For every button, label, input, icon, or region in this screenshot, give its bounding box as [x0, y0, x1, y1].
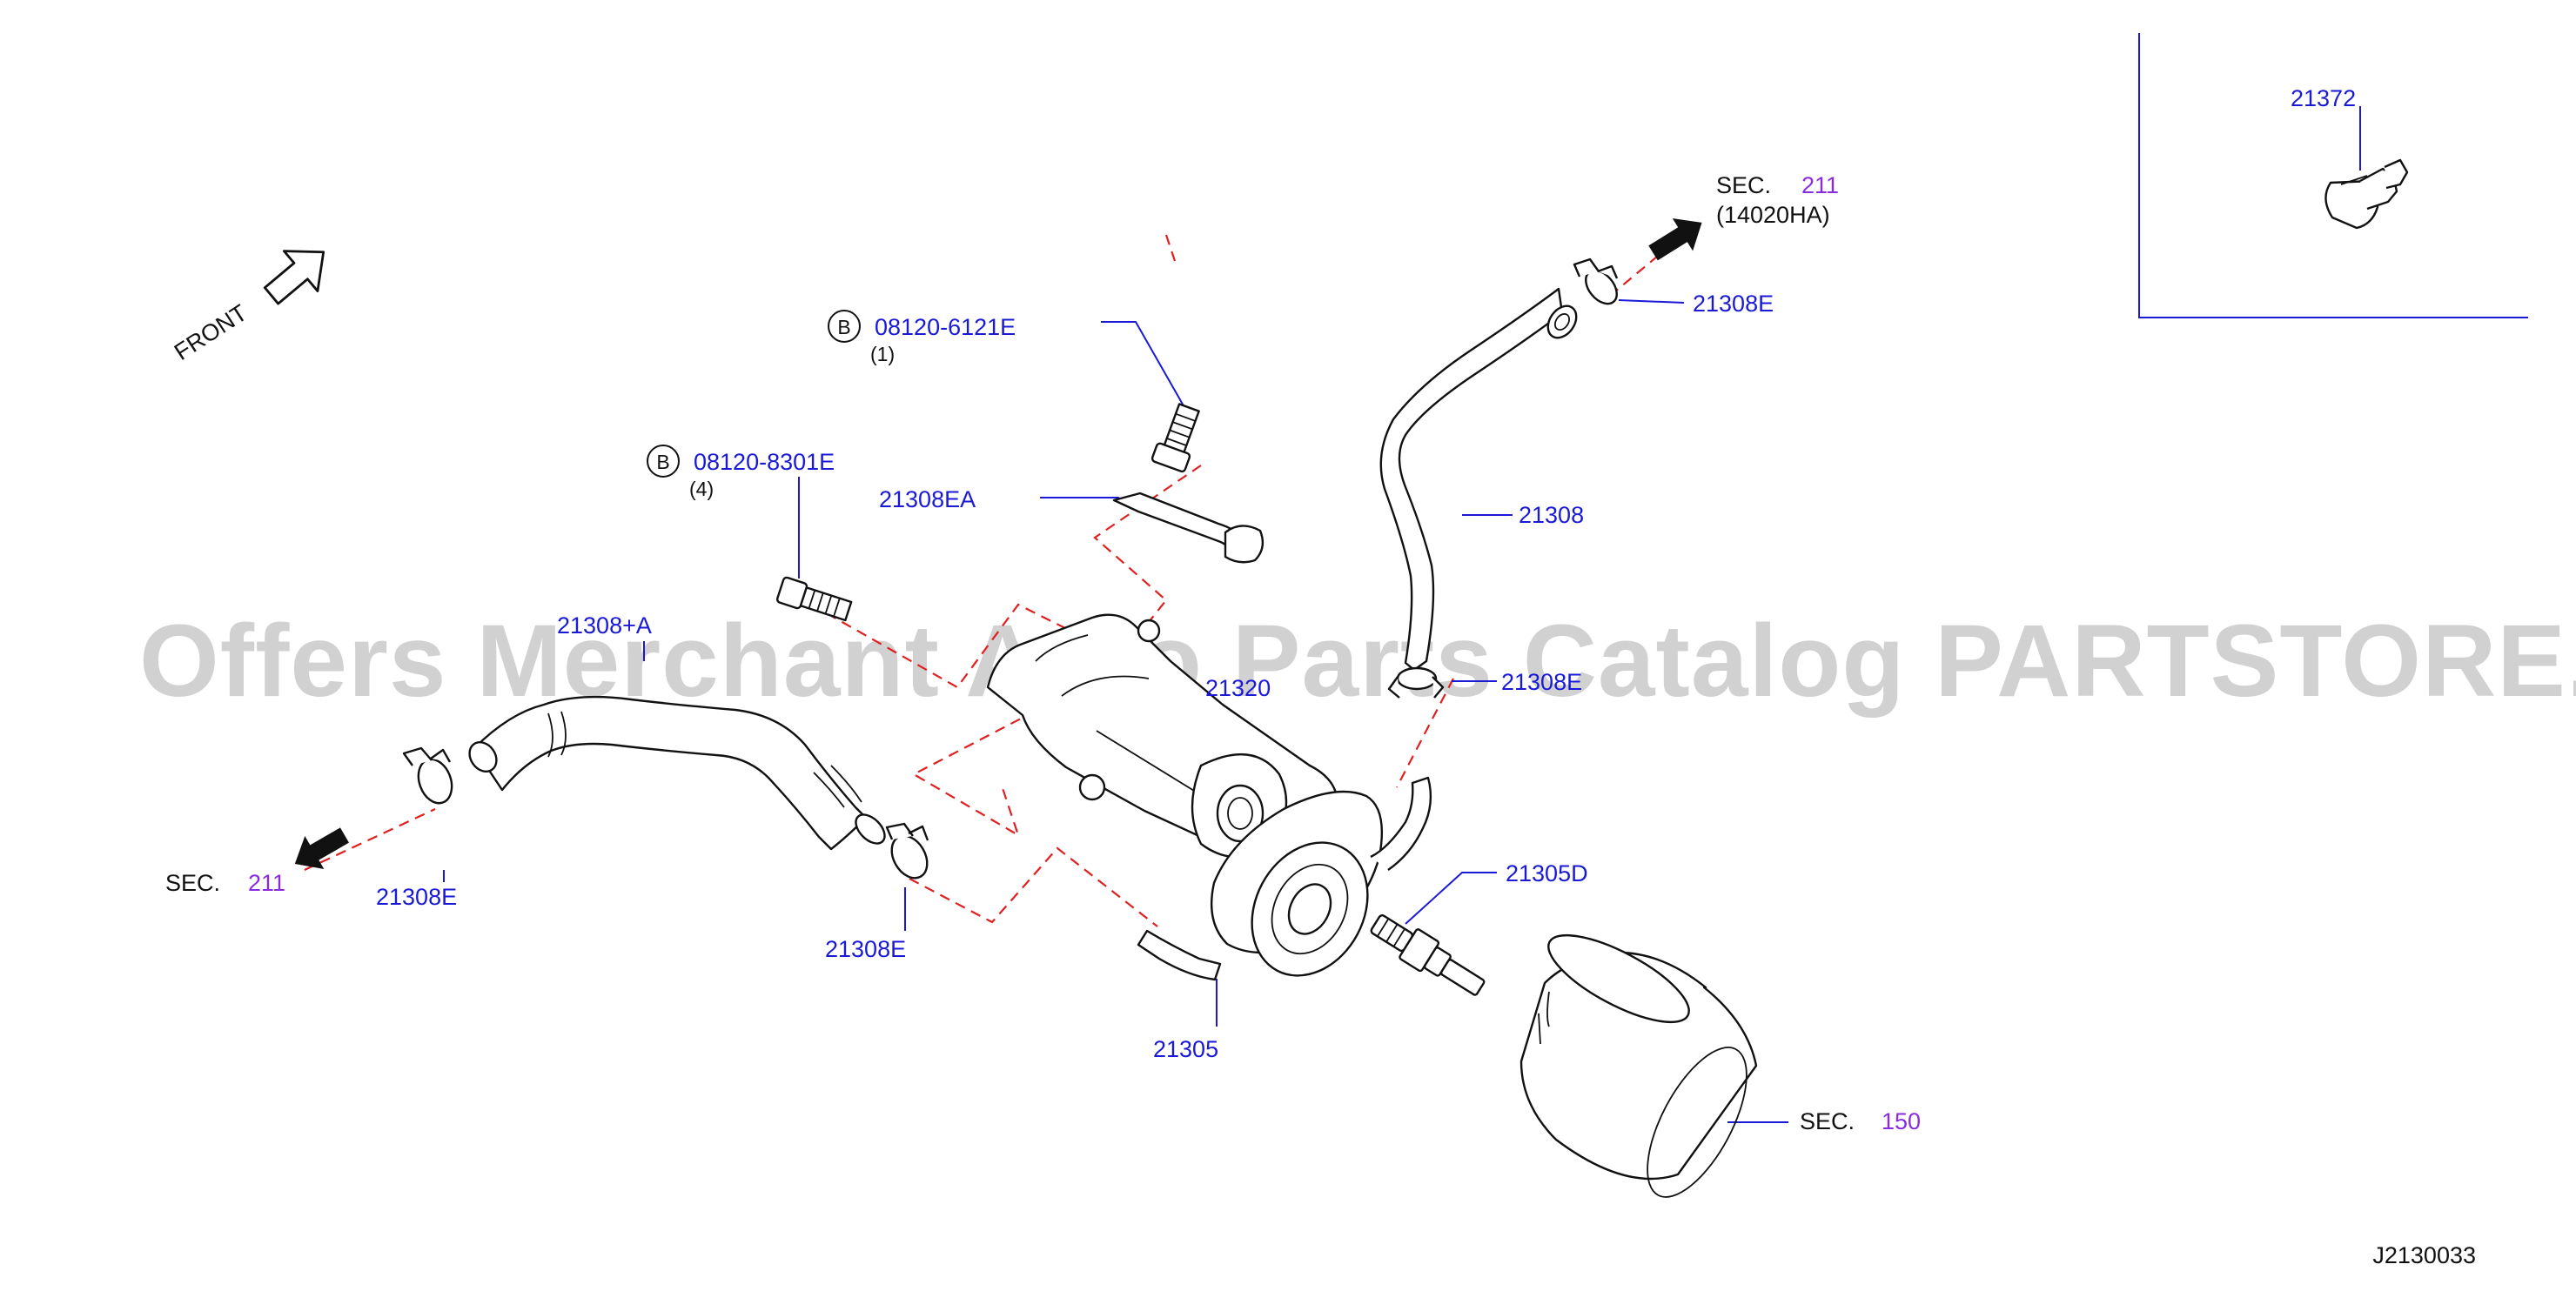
guide-right-hose [1396, 678, 1454, 788]
oil-filter-icon [1519, 933, 1758, 1198]
sec-prefix: SEC. [165, 870, 220, 896]
front-indicator: FRONT [170, 250, 325, 365]
guide-left [304, 808, 436, 871]
clamp-left-inner-icon [885, 822, 929, 880]
sec-prefix: SEC. [1800, 1108, 1855, 1134]
clamp-right-lower-icon [1387, 666, 1445, 699]
part-label-21308EA[interactable]: 21308EA [879, 486, 976, 512]
part-label-21305[interactable]: 21305 [1153, 1036, 1218, 1062]
sec-prefix: SEC. [1716, 172, 1771, 198]
callout-08120-8301E[interactable]: B 08120-8301E (4) [647, 445, 835, 500]
part-label-21308E-upper[interactable]: 21308E [1693, 291, 1774, 317]
leader-21305D [1405, 872, 1497, 925]
clamp-left-outer-icon [402, 746, 453, 805]
diagram-id: J2130033 [2372, 1242, 2476, 1268]
part-label-21308[interactable]: 21308 [1519, 502, 1584, 528]
bolt-lower-icon [775, 576, 853, 622]
sec-number: 211 [248, 870, 285, 896]
part-label-21305D[interactable]: 21305D [1506, 860, 1588, 886]
part-label-21308E-left-inner[interactable]: 21308E [825, 936, 906, 962]
part-label-21372[interactable]: 21372 [2291, 85, 2356, 111]
arrow-sec-211-left-icon [294, 827, 349, 870]
qty-label-upper: (1) [870, 343, 895, 365]
section-ref-upper-right[interactable]: SEC. 211 (14020HA) [1716, 172, 1839, 228]
guide-bolt-top [1164, 234, 1177, 262]
connector-21305D-icon [1370, 914, 1486, 996]
part-label-08120-8301E: 08120-8301E [694, 449, 835, 475]
arrow-sec-211-upper-icon [1648, 218, 1702, 261]
guide-lower [909, 846, 1158, 927]
hose-left-21308+A-icon [468, 695, 886, 851]
oil-cooler-21305-icon [1137, 776, 1432, 981]
section-ref-filter[interactable]: SEC. 150 [1800, 1108, 1921, 1134]
part-label-21308+A[interactable]: 21308+A [557, 612, 652, 639]
part-label-08120-6121E: 08120-6121E [875, 314, 1016, 340]
badge-b: B [837, 316, 850, 338]
leader-08120-6121E [1101, 321, 1186, 410]
badge-circle [828, 310, 861, 343]
leader-21308E-upper [1618, 299, 1685, 304]
sec-number: 211 [1801, 172, 1839, 198]
inset-border [2138, 33, 2528, 318]
front-label: FRONT [170, 299, 252, 365]
hose-right-21308-icon [1379, 287, 1578, 672]
guide-upper-right [1609, 251, 1663, 297]
part-label-21320[interactable]: 21320 [1205, 675, 1271, 701]
clamp-right-upper-icon [1573, 258, 1619, 305]
front-arrow-icon [263, 250, 325, 305]
section-ref-left[interactable]: SEC. 211 [165, 870, 285, 896]
watermark: Offers Merchant Auto Parts Catalog PARTS… [139, 604, 2576, 719]
sec-number: 150 [1882, 1108, 1921, 1134]
badge-b: B [656, 451, 669, 473]
callout-08120-6121E[interactable]: B 08120-6121E (1) [828, 310, 1016, 365]
inset-panel: 21372 [2138, 33, 2528, 318]
sec-note: (14020HA) [1716, 202, 1830, 228]
bracket-21308EA-icon [1112, 492, 1265, 564]
part-label-21308E-left-outer[interactable]: 21308E [376, 884, 457, 910]
badge-circle [647, 445, 680, 478]
qty-label-lower: (4) [689, 478, 714, 500]
bolt-upper-icon [1150, 403, 1200, 473]
part-label-21308E-right[interactable]: 21308E [1501, 669, 1582, 695]
plug-21372-icon [2324, 158, 2409, 230]
